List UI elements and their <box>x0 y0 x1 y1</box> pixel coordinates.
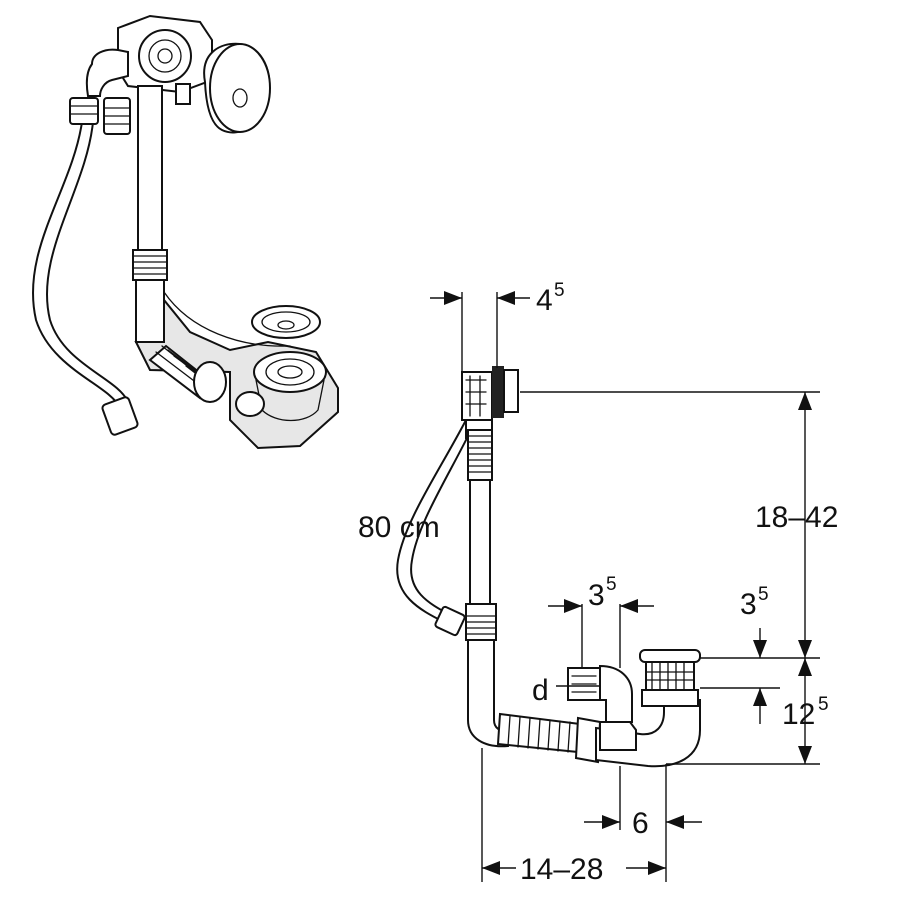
dim-overflow-offset: 4 5 <box>430 280 565 317</box>
corrugated-section <box>496 712 602 764</box>
height-range-label: 18–42 <box>755 501 838 534</box>
dim-drain-height: 12 5 <box>782 658 829 764</box>
flexible-hose <box>31 97 139 436</box>
drain-height-sup: 5 <box>818 694 829 715</box>
overflow-rosette <box>203 42 271 134</box>
overflow-spacing-sup: 5 <box>606 574 617 595</box>
length-range-label: 14–28 <box>520 853 603 886</box>
threaded-adapter <box>103 97 131 135</box>
overflow-offset-sup: 5 <box>554 280 565 301</box>
overflow-tube <box>132 85 168 343</box>
outlet-offset-label: 6 <box>632 807 649 840</box>
pipe-diameter-label: d <box>532 674 549 707</box>
dim-length-range: 14–28 <box>482 850 666 886</box>
overflow-head-side <box>461 366 519 439</box>
hose-length-label: 80 cm <box>358 511 440 544</box>
drain-top-offset-sup: 5 <box>758 584 769 605</box>
drain-trap <box>567 664 701 768</box>
overflow-offset-label: 4 <box>536 284 553 317</box>
dim-outlet-offset: 6 <box>584 807 702 840</box>
dim-height-range: 18–42 <box>755 392 838 658</box>
dim-pipe-diameter: d <box>532 674 600 707</box>
isometric-view <box>31 14 339 450</box>
drain-body <box>235 351 327 422</box>
drain-with-plug <box>639 649 701 707</box>
bath-body <box>134 291 339 450</box>
corrugated-connector <box>148 344 227 403</box>
hose-side-view <box>396 419 475 637</box>
drain-top-offset-label: 3 <box>740 588 757 621</box>
technical-view: 4 5 18–42 3 5 3 5 <box>358 280 838 886</box>
drain-height-label: 12 <box>782 698 815 731</box>
overflow-spacing-label: 3 <box>588 579 605 612</box>
vertical-pipe <box>465 429 509 748</box>
dim-overflow-spacing: 3 5 <box>548 574 654 613</box>
waste-plug <box>251 305 321 339</box>
dim-drain-top-offset: 3 5 <box>740 584 769 724</box>
